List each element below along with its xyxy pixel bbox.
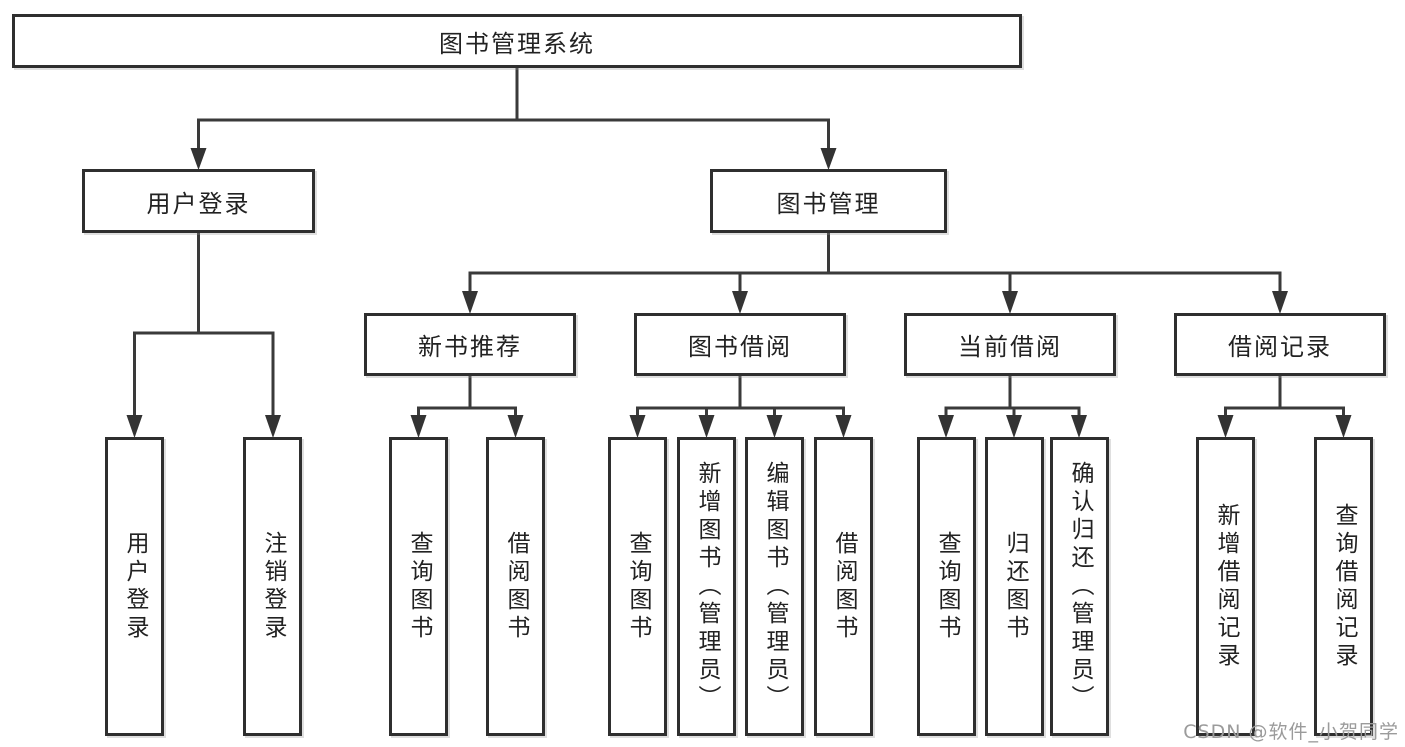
node-label: 用户登录 [146, 189, 251, 218]
branch-book-borrow [629, 376, 852, 438]
leaf-label: 查询图书 [406, 530, 432, 643]
leaf-label: 用户登录 [122, 530, 148, 643]
branch-root [190, 68, 837, 170]
leaf-return-books: 归还图书 [985, 437, 1044, 736]
leaf-add-borrow-record: 新增借阅记录 [1196, 437, 1255, 736]
node-label: 新书推荐 [418, 333, 522, 361]
watermark-text: CSDN @软件_小贺同学 [1183, 721, 1399, 743]
node-book-borrowing: 图书借阅 [634, 313, 846, 376]
leaf-label: 编辑图书（管理员） [762, 460, 788, 713]
node-label: 当前借阅 [958, 333, 1062, 361]
leaf-query-borrow-record: 查询借阅记录 [1314, 437, 1373, 736]
leaf-label: 新增图书（管理员） [694, 460, 720, 713]
leaf-confirm-return-admin: 确认归还（管理员） [1050, 437, 1109, 736]
leaf-label: 注销登录 [260, 530, 286, 643]
leaf-label: 查询借阅记录 [1331, 502, 1357, 671]
leaf-logout: 注销登录 [243, 437, 302, 736]
branch-borrow-records [1217, 376, 1352, 438]
leaf-borrow-books-recommend: 借阅图书 [486, 437, 545, 736]
leaf-label: 查询图书 [934, 530, 960, 643]
branch-current-borrow [938, 376, 1087, 438]
node-label: 图书借阅 [688, 333, 792, 361]
node-current-borrowing: 当前借阅 [904, 313, 1116, 376]
leaf-add-books-admin: 新增图书（管理员） [677, 437, 736, 736]
leaf-edit-books-admin: 编辑图书（管理员） [745, 437, 804, 736]
node-new-book-recommendation: 新书推荐 [364, 313, 576, 376]
leaf-query-books-borrow: 查询图书 [608, 437, 667, 736]
leaf-query-books-recommend: 查询图书 [389, 437, 448, 736]
node-user-login: 用户登录 [82, 169, 315, 233]
leaf-label: 归还图书 [1002, 530, 1028, 643]
leaf-label: 确认归还（管理员） [1067, 460, 1093, 713]
leaf-label: 新增借阅记录 [1213, 502, 1239, 671]
node-borrowing-records: 借阅记录 [1174, 313, 1386, 376]
leaf-label: 查询图书 [625, 530, 651, 643]
branch-book-management [462, 233, 1288, 314]
node-label: 借阅记录 [1228, 333, 1332, 361]
leaf-query-books-current: 查询图书 [917, 437, 976, 736]
leaf-borrow-books: 借阅图书 [814, 437, 873, 736]
node-label: 图书管理系统 [439, 29, 595, 58]
branch-new-book [410, 376, 524, 438]
node-library-management-system: 图书管理系统 [12, 14, 1022, 68]
branch-user-login [126, 233, 281, 438]
node-label: 图书管理 [776, 189, 881, 218]
leaf-label: 借阅图书 [831, 530, 857, 643]
node-book-management: 图书管理 [710, 169, 947, 233]
leaf-label: 借阅图书 [503, 530, 529, 643]
leaf-user-login: 用户登录 [105, 437, 164, 736]
